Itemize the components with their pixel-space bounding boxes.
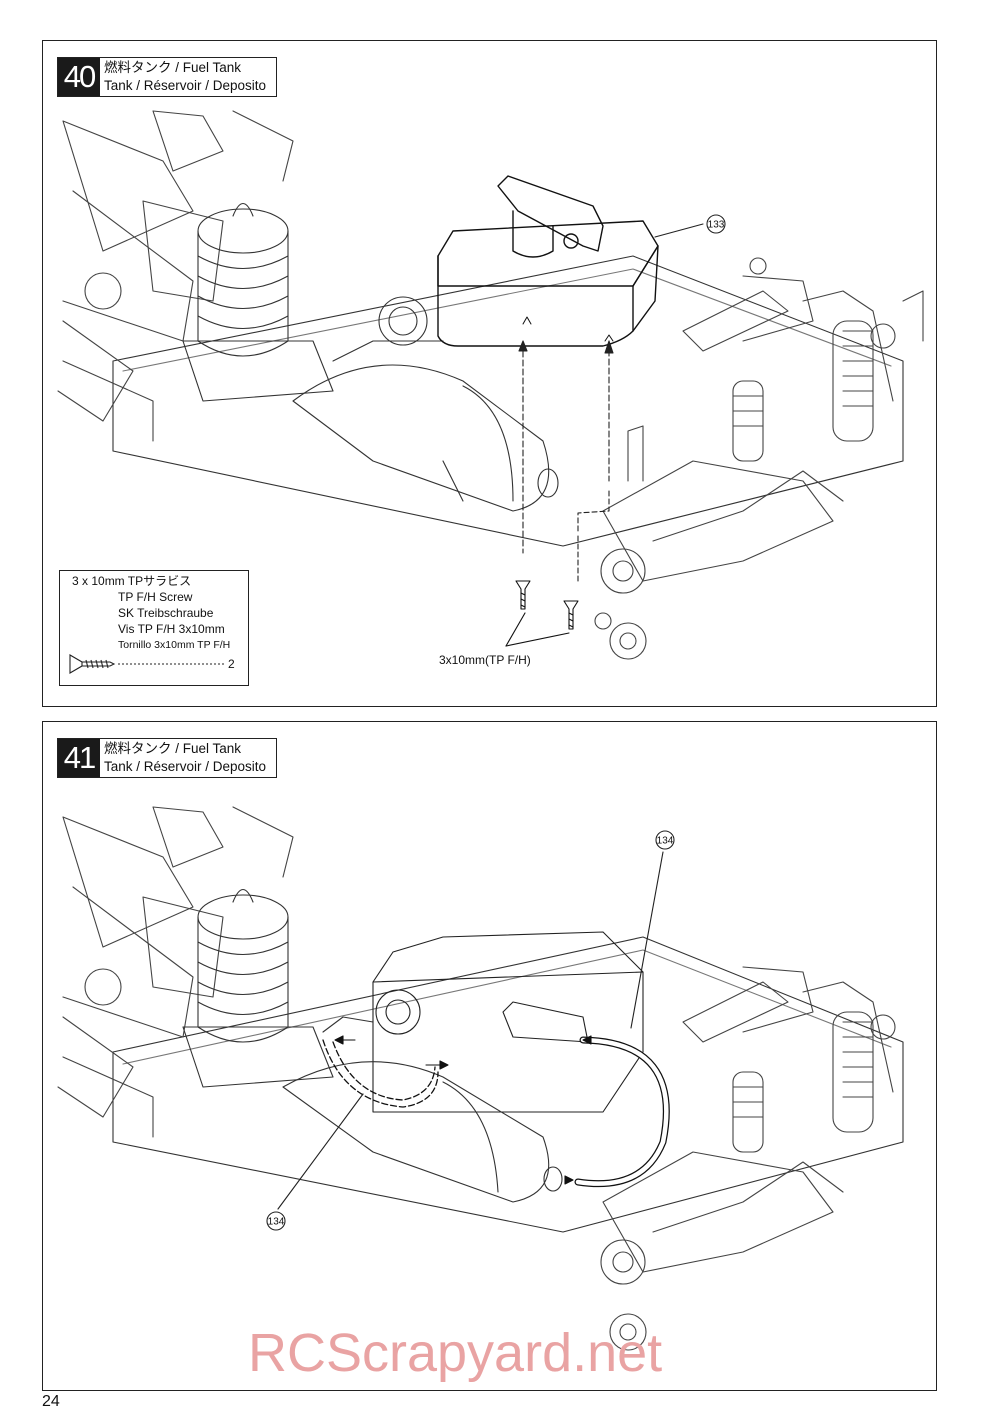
- chassis-plate: [112, 255, 904, 547]
- page-number: 24: [42, 1393, 60, 1410]
- fuel-tank-drawing: [437, 175, 659, 347]
- parts-box-line2: TP F/H Screw: [118, 590, 193, 604]
- fuel-line-drawing: [322, 1036, 670, 1188]
- part-callout-134-bottom: 134: [268, 1217, 285, 1228]
- step-40-title: 燃料タンク / Fuel Tank Tank / Réservoir / Dep…: [100, 58, 276, 96]
- step-40-header: 40 燃料タンク / Fuel Tank Tank / Réservoir / …: [57, 57, 278, 97]
- screw-drawings: [505, 580, 579, 647]
- engine-drawing: [182, 888, 374, 1088]
- step-40-parts-box: 3 x 10mm TPサラビス TP F/H Screw SK Treibsch…: [59, 570, 249, 686]
- fuel-flow-arrows: [334, 1035, 592, 1185]
- front-suspension-drawing: [594, 275, 924, 660]
- step-41-title-line2: Tank / Réservoir / Deposito: [104, 758, 267, 774]
- step-41-title-line1: 燃料タンク / Fuel Tank: [104, 741, 242, 756]
- parts-box-line5: Tornillo 3x10mm TP F/H: [118, 639, 231, 651]
- step-40-chassis-illustration: 133: [57, 110, 924, 660]
- screw-guide-lines: [518, 340, 614, 582]
- step-41-panel: 41 燃料タンク / Fuel Tank Tank / Réservoir / …: [42, 721, 937, 1391]
- fuel-tank-drawing: [372, 931, 644, 1113]
- parts-box-line4: Vis TP F/H 3x10mm: [118, 622, 225, 636]
- rear-suspension-drawing: [57, 806, 294, 1138]
- watermark-text: RCScrapyard.net: [248, 1323, 663, 1383]
- screw-icon: [69, 654, 226, 674]
- muffler-drawing: [282, 1061, 563, 1203]
- chassis-plate: [112, 936, 904, 1233]
- step-41-chassis-illustration: 134 134: [57, 806, 904, 1351]
- step-41-number: 41: [58, 739, 100, 777]
- engine-drawing: [182, 202, 444, 402]
- step-41-header: 41 燃料タンク / Fuel Tank Tank / Réservoir / …: [57, 738, 278, 778]
- part-callout-133: 133: [708, 220, 725, 231]
- step-40-number: 40: [58, 58, 100, 96]
- parts-box-quantity: 2: [228, 657, 235, 671]
- muffler-drawing: [292, 364, 559, 512]
- screw-size-label: 3x10mm(TP F/H): [439, 653, 531, 667]
- step-40-panel: 40 燃料タンク / Fuel Tank Tank / Réservoir / …: [42, 40, 937, 707]
- step-40-title-line1: 燃料タンク / Fuel Tank: [104, 60, 242, 75]
- step-40-title-line2: Tank / Réservoir / Deposito: [104, 77, 267, 93]
- front-suspension-drawing: [600, 966, 896, 1351]
- parts-box-line1: 3 x 10mm TPサラビス: [72, 574, 192, 588]
- step-41-title: 燃料タンク / Fuel Tank Tank / Réservoir / Dep…: [100, 739, 276, 777]
- rear-suspension-drawing: [57, 110, 294, 442]
- part-callout-134-top: 134: [657, 836, 674, 847]
- parts-box-line3: SK Treibschraube: [118, 606, 214, 620]
